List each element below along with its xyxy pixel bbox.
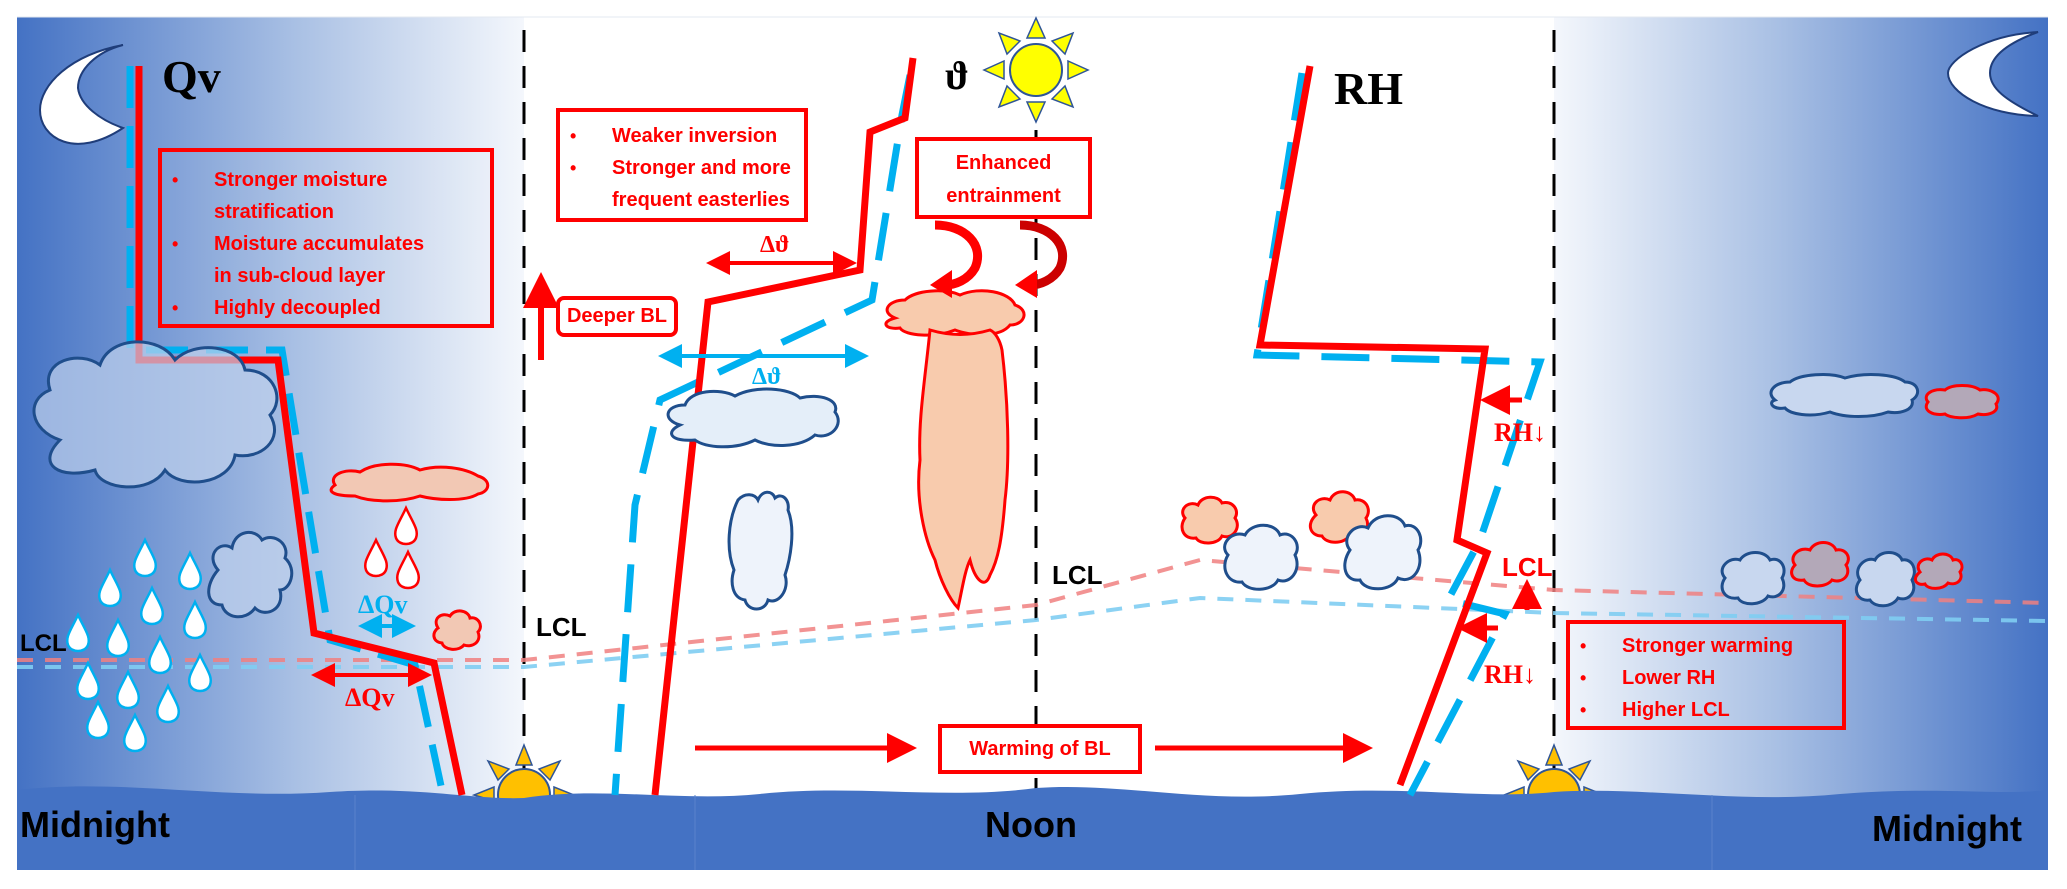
sun-icon [982,16,1090,124]
rh-note-item: Stronger warming [1570,630,1842,662]
right-red-puff-cloud [1913,552,1964,590]
entrainment-line: Enhanced [955,152,1052,174]
night-sky-right [1554,17,2048,870]
raindrop-icon [123,712,147,753]
entrainment-arrow-left-icon [934,220,983,290]
lcl-label-dawn: LCL [536,612,587,642]
rh-decrease-label-lower: RH↓ [1484,660,1536,689]
raindrop-icon [394,505,418,546]
theta-delta-label-blue: Δϑ [752,364,782,390]
red-puff-cloud [1180,495,1239,545]
warming-box: Warming of BL [938,724,1142,774]
entrainment-box: Enhanced entrainment [915,137,1092,219]
right-moon-icon [1946,31,2039,117]
right-red-puff-cloud [1790,541,1850,588]
blue-puff-cloud [1343,514,1423,591]
blue-puff-cloud [1223,523,1299,591]
raindrop-icon [148,634,172,675]
ocean [17,786,2048,870]
tiny-red-cloud [432,609,482,651]
raindrop-icon [140,585,164,626]
theta-delta-label-red: Δϑ [760,232,790,258]
deeper-bl-label: Deeper BL [566,305,668,327]
time-label-midnight-end: Midnight [1872,808,2022,849]
rh-note-item: Lower RH [1570,662,1842,694]
raindrop-icon [188,652,212,693]
theta-panel-title: ϑ [945,53,969,98]
flat-red-cloud [329,462,490,503]
raindrop-icon [76,660,100,701]
entrainment-arrow-right-icon [1019,220,1068,290]
right-red-stratus-cloud [1924,384,2000,420]
qv-delta-label-upper: ΔQv [358,590,408,619]
small-cumulus-cloud [727,490,794,611]
rh-current-profile [1255,65,1492,787]
right-stratus-cloud [1769,373,1920,418]
theta-note-item: Weaker inversion [560,120,804,152]
lcl-label-rh: LCL [1502,552,1553,582]
rh-notes-box: Stronger warming Lower RH Higher LCL [1566,620,1846,730]
right-blue-puff-cloud [1854,551,1916,608]
raindrop-icon [66,612,90,653]
qv-panel-title: Qv [162,51,221,102]
lcl-line-reference [17,595,2049,669]
lcl-label-left: LCL [20,630,67,657]
small-blue-cloud [207,531,294,619]
qv-delta-label-lower: ΔQv [345,683,395,712]
warming-label: Warming of BL [969,738,1111,760]
deeper-bl-box: Deeper BL [556,296,678,337]
entrainment-line: entrainment [946,185,1061,207]
qv-current-profile [135,66,466,796]
raindrop-icon [396,549,420,590]
raindrop-icon [98,567,122,608]
large-rain-cloud [32,340,279,489]
raindrops-blue [66,537,212,753]
raindrop-icon [364,537,388,578]
right-blue-puff-cloud [1720,551,1786,606]
raindrop-icon [106,617,130,658]
time-label-midnight-start: Midnight [20,804,170,845]
deep-cumulus-cloud-body [917,328,1010,611]
entrainment-arrowhead-left [930,270,952,298]
theta-notes-box: Weaker inversion Stronger and morefreque… [556,108,808,222]
entrainment-arrowhead-right [1015,270,1037,298]
rh-decrease-label-upper: RH↓ [1494,418,1546,447]
raindrop-icon [86,699,110,740]
theta-current-profile [651,57,917,796]
raindrops-red [364,505,420,590]
qv-note-item: Highly decoupled [162,292,490,324]
time-label-noon: Noon [985,804,1077,845]
raindrop-icon [116,669,140,710]
rh-note-item: Higher LCL [1570,694,1842,726]
raindrop-icon [178,550,202,591]
lcl-line-current [17,557,2049,662]
raindrop-icon [133,537,157,578]
raindrop-icon [183,599,207,640]
deep-cumulus-cloud-top [884,289,1026,337]
lcl-label-noon: LCL [1052,560,1103,590]
rh-reference-profile [1252,72,1545,797]
left-moon-icon [38,44,126,145]
raindrop-icon [156,683,180,724]
stratocumulus-cloud [666,387,840,449]
rh-panel-title: RH [1334,63,1403,114]
